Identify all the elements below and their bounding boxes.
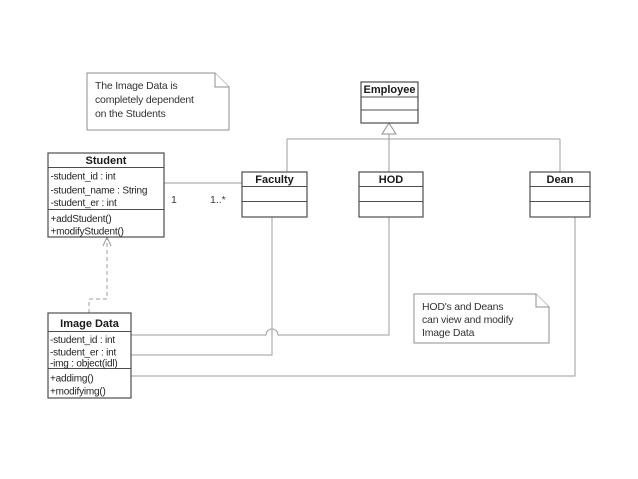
class-box (360, 81, 419, 124)
class-attribute: -student_er : int (51, 198, 118, 209)
class-dean: Dean (529, 171, 591, 218)
link-imagedata-faculty-line (131, 217, 273, 356)
class-method: +modifyimg() (50, 387, 106, 398)
dependency-imagedata-student (88, 235, 112, 313)
note-line: completely dependent (95, 94, 194, 106)
class-title: Dean (547, 174, 574, 186)
note-line: The Image Data is (95, 80, 177, 92)
class-title: Faculty (255, 174, 294, 186)
generalization-employee (286, 122, 561, 172)
class-box (529, 171, 591, 218)
class-faculty: Faculty (241, 171, 308, 218)
link-imagedata-dean-line (131, 217, 576, 377)
note-fold-icon (214, 73, 229, 88)
multiplicity-label-student: 1 (171, 194, 177, 206)
note-hod-dean: HOD's and Deans can view and modify Imag… (413, 293, 550, 344)
class-method: +modifyStudent() (51, 227, 124, 238)
class-title: Image Data (60, 318, 120, 330)
class-box (358, 171, 424, 218)
note-image-data: The Image Data is completely dependent o… (86, 72, 230, 131)
dependency-dashed-line (88, 239, 108, 313)
class-method: +addStudent() (51, 214, 112, 225)
note-line: on the Students (95, 108, 166, 120)
class-attribute: -student_er : int (50, 348, 117, 359)
class-attribute: -img : object(idl) (50, 359, 118, 370)
note-line: HOD's and Deans (422, 301, 503, 313)
class-employee: Employee (360, 81, 419, 124)
class-hod: HOD (358, 171, 424, 218)
class-title: HOD (379, 174, 404, 186)
link-imagedata-hod-line (131, 217, 390, 336)
link-imagedata-hod (131, 217, 390, 336)
generalization-triangle-icon (381, 122, 397, 135)
note-line: Image Data (422, 327, 475, 339)
note-line: can view and modify (422, 314, 514, 326)
link-imagedata-dean (131, 217, 576, 377)
class-box (47, 312, 132, 399)
class-attribute: -student_id : int (51, 172, 116, 183)
class-box (241, 171, 308, 218)
class-attribute: -student_id : int (50, 335, 115, 346)
note-body (86, 72, 230, 131)
class-attribute: -student_name : String (51, 186, 148, 197)
class-title: Employee (364, 84, 416, 96)
association-student-faculty: 1 1..* (164, 182, 242, 206)
class-method: +addimg() (50, 374, 94, 385)
note-fold-icon (535, 294, 549, 308)
note-body (413, 293, 550, 344)
class-title: Student (86, 155, 127, 167)
multiplicity-label-faculty: 1..* (210, 194, 226, 206)
generalization-bus-line (286, 134, 561, 172)
class-student: Student -student_id : int -student_name … (47, 152, 165, 238)
class-image-data: Image Data -student_id : int -student_er… (47, 312, 132, 399)
link-imagedata-faculty (131, 217, 273, 356)
